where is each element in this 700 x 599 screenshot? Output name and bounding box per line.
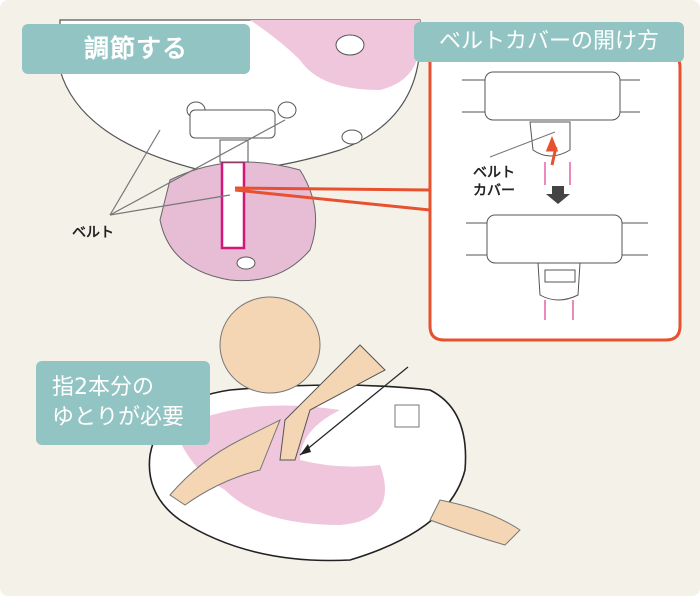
callout-belt-cover-title: ベルトカバーの開け方 bbox=[414, 22, 684, 62]
two-finger-line1: 指2本分の bbox=[52, 375, 154, 400]
two-finger-line2: ゆとりが必要 bbox=[52, 405, 185, 430]
belt-cover-label-line2: カバー bbox=[473, 183, 515, 199]
belt-cover-label: ベルト カバー bbox=[473, 164, 515, 200]
callout-two-finger-gap: 指2本分の ゆとりが必要 bbox=[36, 361, 210, 445]
belt-label: ベルト bbox=[72, 225, 114, 241]
belt-cover-label-line1: ベルト bbox=[473, 165, 515, 181]
callout-adjust: 調節する bbox=[22, 24, 250, 74]
